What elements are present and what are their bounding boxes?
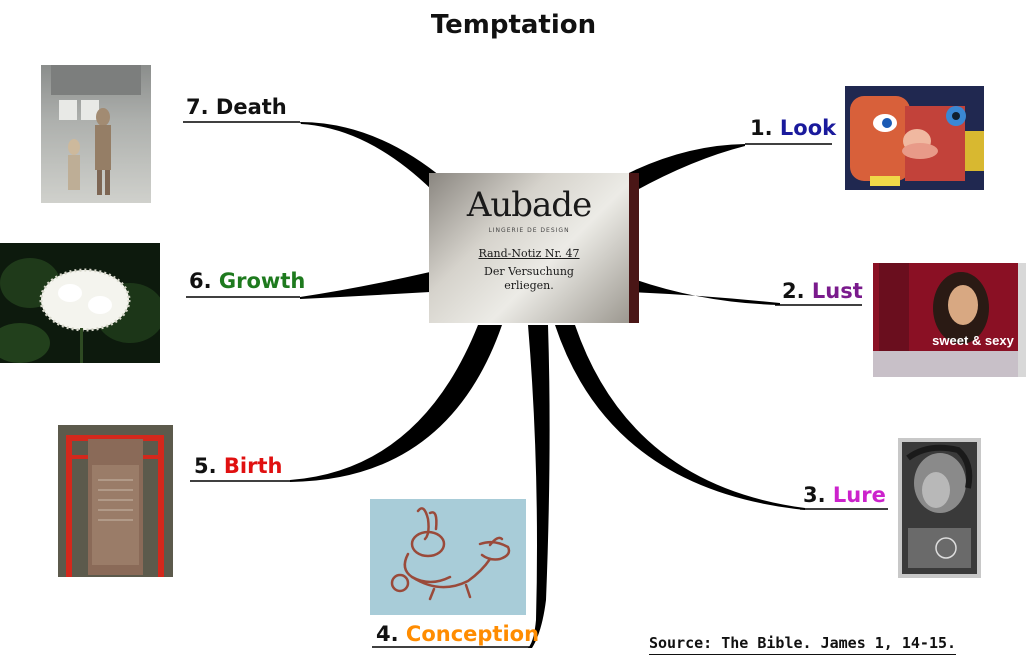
branch-ribbon-birth: [290, 325, 502, 482]
central-card-note: Rand-Notiz Nr. 47: [478, 247, 580, 260]
label-growth-word: Growth: [218, 269, 306, 293]
source-citation: Source: The Bible. James 1, 14-15.: [649, 634, 957, 655]
label-conception: 4. Conception: [376, 624, 539, 645]
lust-poster-text: sweet & sexy: [932, 333, 1014, 348]
label-lust-number: 2.: [782, 279, 805, 303]
label-look: 1. Look: [750, 118, 836, 139]
label-lure: 3. Lure: [803, 485, 886, 506]
branch-ribbon-growth: [300, 272, 430, 299]
look-photo: [845, 86, 984, 190]
central-card-brand: Aubade: [466, 185, 592, 225]
label-growth: 6. Growth: [189, 271, 305, 292]
label-birth: 5. Birth: [194, 456, 282, 477]
label-birth-number: 5.: [194, 454, 217, 478]
label-death-word: Death: [215, 95, 287, 119]
death-photo: [41, 65, 151, 203]
branch-ribbon-look: [615, 144, 745, 195]
branch-ribbon-lure: [555, 325, 805, 510]
branch-ribbon-death: [300, 122, 445, 190]
lust-photo: sweet & sexy: [873, 263, 1026, 377]
label-growth-number: 6.: [189, 269, 212, 293]
branch-ribbon-lust: [628, 277, 780, 305]
label-death-number: 7.: [186, 95, 209, 119]
growth-photo: [0, 243, 160, 363]
label-lure-number: 3.: [803, 483, 826, 507]
central-card-line1: Der Versuchung: [484, 265, 574, 278]
diagram-title: Temptation: [430, 10, 597, 40]
lure-photo: [898, 438, 981, 578]
birth-photo: [58, 425, 173, 577]
branch-ribbon-conception: [528, 325, 550, 648]
label-lust-word: Lust: [811, 279, 863, 303]
label-death: 7. Death: [186, 97, 287, 118]
label-conception-number: 4.: [376, 622, 399, 646]
label-lust: 2. Lust: [782, 281, 863, 302]
label-birth-word: Birth: [223, 454, 283, 478]
central-card-tagline: LINGERIE DE DESIGN: [488, 227, 570, 234]
label-look-word: Look: [779, 116, 837, 140]
label-lure-word: Lure: [832, 483, 886, 507]
central-card-photo: Aubade LINGERIE DE DESIGN Rand-Notiz Nr.…: [429, 173, 639, 323]
label-conception-word: Conception: [405, 622, 540, 646]
conception-photo: [370, 499, 526, 615]
label-look-number: 1.: [750, 116, 773, 140]
central-card-line2: erliegen.: [504, 279, 554, 292]
